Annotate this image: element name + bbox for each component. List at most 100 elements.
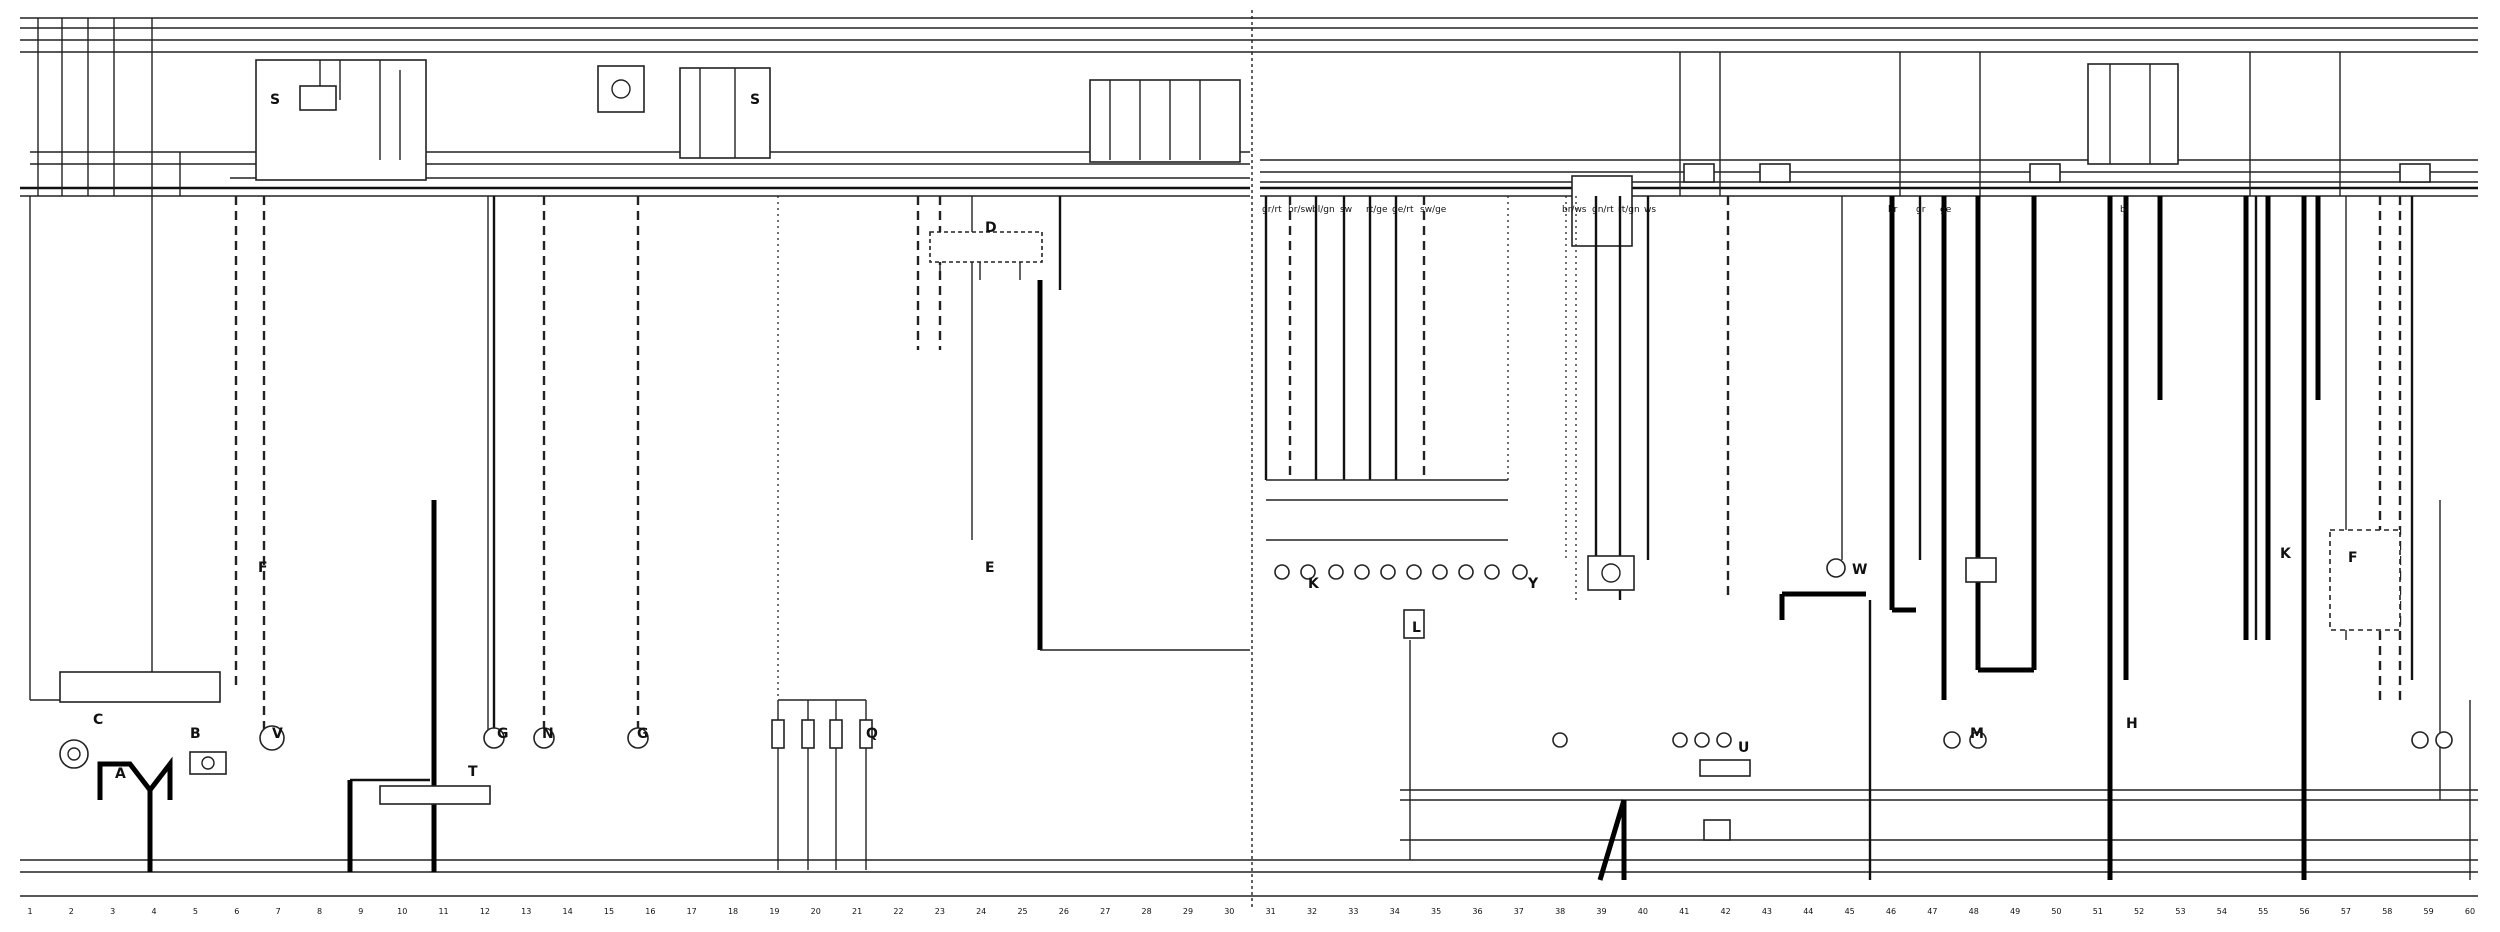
component-label-t: T — [468, 764, 478, 780]
wire-code-label: ws — [1644, 205, 1656, 215]
wire-code-label: ge/rt — [1392, 205, 1414, 215]
component-label-w: W — [1852, 562, 1867, 578]
wire-code-label: gr — [1916, 205, 1926, 215]
column-number: 59 — [2424, 907, 2434, 916]
lower-components-right — [1274, 529, 2453, 841]
column-number: 24 — [976, 907, 986, 916]
component-label-h: H — [2126, 716, 2138, 732]
column-number: 10 — [397, 907, 407, 916]
column-number: 56 — [2299, 907, 2309, 916]
wire-code-label: br — [1888, 205, 1898, 215]
column-number: 18 — [728, 907, 738, 916]
wire-code-label: bl/gn — [1312, 205, 1335, 215]
column-number: 27 — [1100, 907, 1110, 916]
component-label-f2: F — [2348, 550, 2358, 566]
column-number: 1 — [27, 907, 32, 916]
column-number: 25 — [1017, 907, 1027, 916]
column-number: 6 — [234, 907, 239, 916]
column-number: 35 — [1431, 907, 1441, 916]
component-label-g: G — [497, 726, 509, 742]
column-number: 38 — [1555, 907, 1565, 916]
wires-right — [1264, 52, 2471, 881]
column-number: 26 — [1059, 907, 1069, 916]
column-number: 41 — [1679, 907, 1689, 916]
column-number: 29 — [1183, 907, 1193, 916]
column-number: 32 — [1307, 907, 1317, 916]
component-label-n: N — [542, 726, 554, 742]
column-number: 3 — [110, 907, 115, 916]
column-number: 30 — [1224, 907, 1234, 916]
column-number: 54 — [2217, 907, 2227, 916]
column-number: 13 — [521, 907, 531, 916]
column-number: 49 — [2010, 907, 2020, 916]
column-number: 8 — [317, 907, 322, 916]
component-label-s2: S — [750, 92, 760, 108]
component-label-d: D — [985, 220, 997, 236]
column-number: 36 — [1472, 907, 1482, 916]
bottom-bus-lines — [20, 789, 2478, 897]
wire-code-label: ge — [1940, 205, 1952, 215]
component-label-v: V — [272, 726, 283, 742]
component-label-g2: G — [637, 726, 649, 742]
lower-components-left — [59, 671, 873, 872]
column-number: 40 — [1638, 907, 1648, 916]
wire-code-label: sw — [1340, 205, 1352, 215]
column-number: 14 — [563, 907, 573, 916]
component-label-c: C — [93, 712, 103, 728]
column-number: 55 — [2258, 907, 2268, 916]
column-number: 5 — [193, 907, 198, 916]
column-number: 16 — [645, 907, 655, 916]
column-number: 33 — [1348, 907, 1358, 916]
column-number: 31 — [1266, 907, 1276, 916]
component-D-block — [929, 231, 1043, 280]
column-number: 43 — [1762, 907, 1772, 916]
column-number: 19 — [769, 907, 779, 916]
column-number: 22 — [893, 907, 903, 916]
wire-code-label: gn/rt — [1592, 205, 1614, 215]
component-label-a: A — [115, 766, 126, 782]
column-number: 51 — [2093, 907, 2103, 916]
column-number: 28 — [1142, 907, 1152, 916]
component-label-m: M — [1970, 726, 1984, 742]
wire-code-label: bl — [2120, 205, 2128, 215]
column-number: 46 — [1886, 907, 1896, 916]
column-number: 57 — [2341, 907, 2351, 916]
component-label-y: Y — [1527, 576, 1539, 592]
column-number: 11 — [438, 907, 448, 916]
component-label-q: Q — [866, 726, 878, 742]
relay-blocks-left — [255, 59, 1241, 181]
component-label-k2: K — [2280, 546, 2292, 562]
wire-code-label: gr/rt — [1262, 205, 1282, 215]
column-number: 53 — [2175, 907, 2185, 916]
component-label-s: S — [270, 92, 280, 108]
component-label-e: E — [985, 560, 995, 576]
wire-code-label: br/sw — [1288, 205, 1313, 215]
fuse-strip — [20, 186, 2478, 197]
column-number: 58 — [2382, 907, 2392, 916]
column-number: 21 — [852, 907, 862, 916]
column-number: 17 — [687, 907, 697, 916]
column-number: 12 — [480, 907, 490, 916]
column-number: 52 — [2134, 907, 2144, 916]
component-label-k: K — [1308, 576, 1320, 592]
column-number: 47 — [1927, 907, 1937, 916]
column-number: 50 — [2051, 907, 2061, 916]
column-number: 44 — [1803, 907, 1813, 916]
column-number: 23 — [935, 907, 945, 916]
column-number: 7 — [276, 907, 281, 916]
column-number: 39 — [1596, 907, 1606, 916]
column-number: 60 — [2465, 907, 2475, 916]
column-number: 37 — [1514, 907, 1524, 916]
column-number: 9 — [358, 907, 363, 916]
wire-code-label: rt/ge — [1366, 205, 1388, 215]
column-number: 34 — [1390, 907, 1400, 916]
component-label-u: U — [1738, 740, 1749, 756]
relay-blocks-right — [1571, 63, 2431, 247]
wire-code-label: br/ws — [1562, 205, 1587, 215]
component-label-b: B — [190, 726, 201, 742]
column-number: 4 — [152, 907, 157, 916]
column-number: 45 — [1845, 907, 1855, 916]
